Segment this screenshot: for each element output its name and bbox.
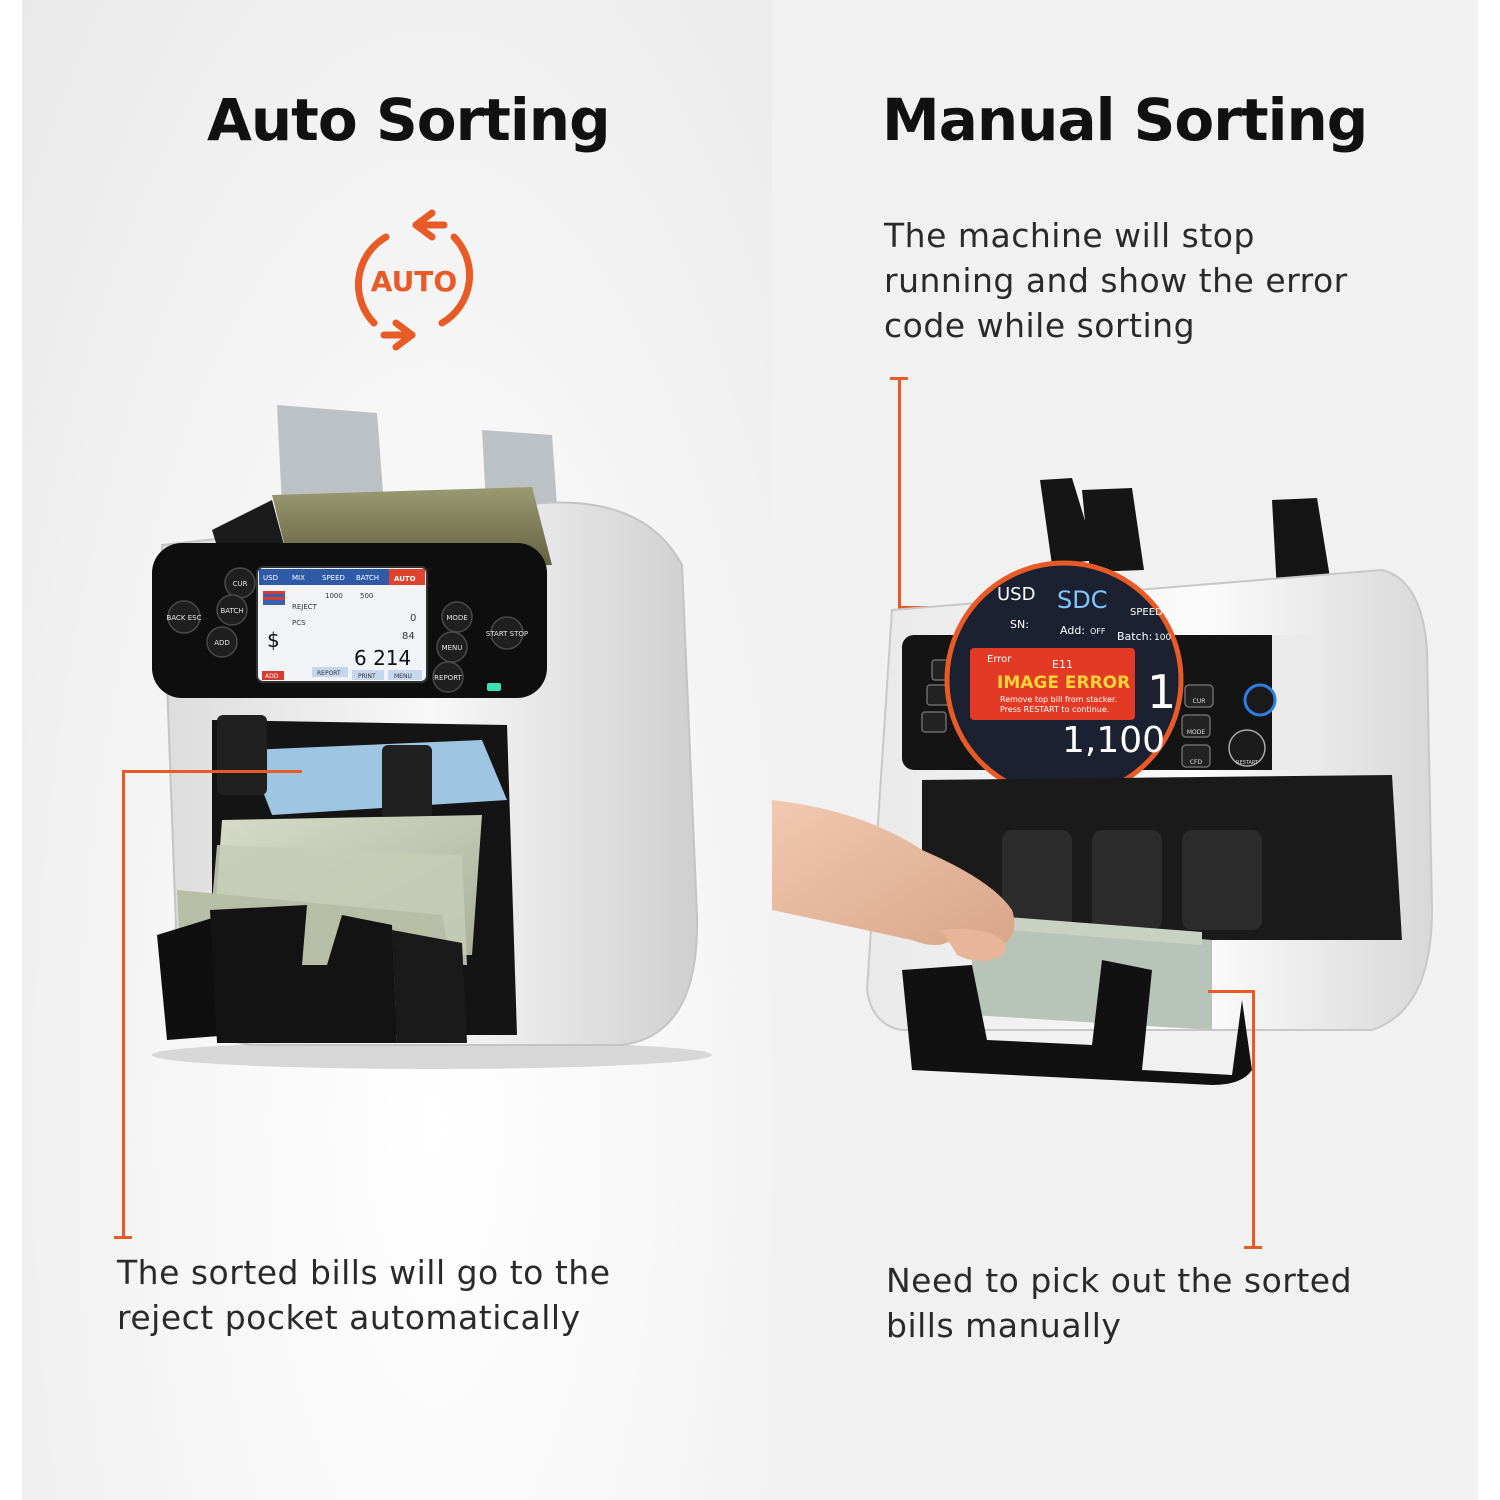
screen-reject-value: 0	[410, 613, 416, 624]
manual-sorting-panel: Manual Sorting The machine will stop run…	[772, 0, 1478, 1500]
key-batch: BATCH	[220, 607, 243, 615]
manual-bottom-line-1: Need to pick out the sorted	[886, 1261, 1353, 1300]
zoom-count: 1	[1147, 665, 1176, 719]
screen-tab-mix: MIX	[292, 574, 305, 582]
screen-tab-auto: AUTO	[394, 575, 416, 583]
key-back-esc: BACK ESC	[167, 614, 202, 622]
manual-key-mode: MODE	[1187, 729, 1206, 736]
zoom-error-line-1: Remove top bill from stacker.	[1000, 695, 1117, 704]
auto-sorting-title: Auto Sorting	[207, 86, 611, 154]
zoom-speed-label: SPEED	[1130, 607, 1163, 618]
key-cur: CUR	[233, 580, 248, 588]
manual-top-line-2: running and show the error	[884, 261, 1348, 300]
zoom-sn-label: SN:	[1010, 618, 1029, 631]
auto-caption-line-2: reject pocket automatically	[117, 1298, 581, 1337]
key-report: REPORT	[434, 674, 462, 682]
zoom-mode: SDC	[1057, 586, 1107, 614]
zoom-batch-value: 100	[1154, 633, 1171, 643]
key-menu: MENU	[442, 644, 463, 652]
manual-sorting-caption-top: The machine will stop running and show t…	[884, 213, 1348, 348]
zoom-error-line-2: Press RESTART to continue.	[1000, 705, 1109, 714]
auto-callout-line-top	[122, 770, 302, 773]
zoom-batch-label: Batch:	[1117, 630, 1152, 643]
screen-pcs-label: PCS	[292, 619, 306, 627]
manual-callout-bottom-cap	[1244, 1246, 1262, 1249]
key-mode: MODE	[446, 614, 467, 622]
manual-callout-top-vertical	[898, 377, 901, 609]
manual-key-cur: CUR	[1193, 698, 1206, 705]
manual-sorting-title: Manual Sorting	[882, 86, 1368, 154]
key-start-stop: START STOP	[486, 630, 528, 638]
auto-sorting-machine: USD MIX SPEED BATCH AUTO 1000 500 REJECT…	[152, 405, 712, 1069]
zoom-currency: USD	[997, 584, 1035, 605]
auto-sorting-caption: The sorted bills will go to the reject p…	[117, 1250, 611, 1340]
screen-reject-label: REJECT	[292, 603, 318, 611]
screen-speed-value: 1000	[325, 592, 343, 600]
manual-top-line-3: code while sorting	[884, 306, 1196, 345]
screen-btn-menu: MENU	[394, 673, 412, 680]
manual-callout-bottom-horizontal	[1208, 990, 1254, 993]
screen-btn-report: REPORT	[317, 670, 341, 677]
screen-currency-symbol: $	[267, 628, 280, 652]
manual-callout-bottom-vertical	[1252, 990, 1255, 1248]
manual-bottom-line-2: bills manually	[886, 1306, 1122, 1345]
auto-cycle-icon: AUTO	[354, 209, 474, 351]
auto-sorting-panel: Auto Sorting AUTO	[22, 0, 772, 1500]
screen-pcs-value: 84	[402, 631, 415, 642]
screen-tab-speed: SPEED	[322, 574, 345, 582]
auto-callout-line-bottom	[114, 1236, 132, 1239]
zoom-add-value: OFF	[1090, 627, 1106, 636]
screen-amount: 6 214	[354, 646, 411, 670]
auto-badge-label: AUTO	[371, 265, 457, 298]
auto-callout-line-vertical	[122, 770, 125, 1238]
zoom-amount: 1,100	[1062, 720, 1165, 761]
zoom-error-title: IMAGE ERROR	[997, 673, 1130, 693]
zoom-add-label: Add:	[1060, 624, 1085, 637]
screen-btn-add: ADD	[265, 673, 279, 680]
zoom-error-label: Error	[987, 654, 1012, 665]
manual-key-cfd: CFD	[1190, 759, 1203, 766]
manual-sorting-caption-bottom: Need to pick out the sorted bills manual…	[886, 1258, 1352, 1348]
zoom-error-code: E11	[1052, 658, 1073, 671]
screen-tab-batch: BATCH	[356, 574, 379, 582]
auto-caption-line-1: The sorted bills will go to the	[117, 1253, 611, 1292]
key-add: ADD	[214, 639, 230, 647]
manual-key-restart: RESTART	[1236, 760, 1259, 766]
screen-tab-usd: USD	[263, 574, 278, 582]
manual-sorting-machine: CUR MODE CFD RESTART USD SDC SPEED SN: A…	[772, 478, 1434, 1085]
screen-batch-value: 500	[360, 592, 373, 600]
manual-top-line-1: The machine will stop	[884, 216, 1255, 255]
screen-btn-print: PRINT	[358, 673, 376, 680]
